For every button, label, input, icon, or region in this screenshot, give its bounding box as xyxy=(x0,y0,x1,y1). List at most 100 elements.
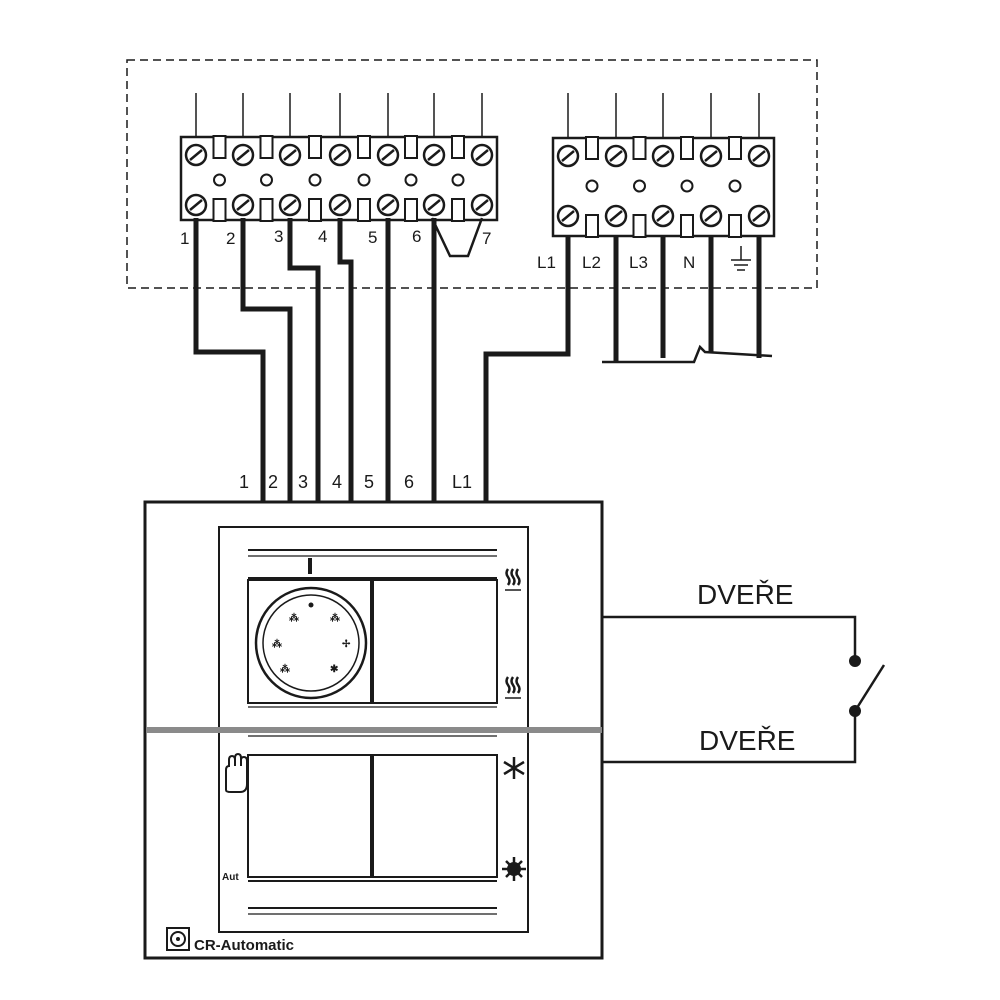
bus-label-l1: L1 xyxy=(452,472,472,492)
control-terminal-hole xyxy=(357,173,371,187)
terminal-label-n: N xyxy=(683,253,695,272)
terminal-label-l3: L3 xyxy=(629,253,648,272)
indicator-mark xyxy=(308,558,312,574)
power-terminal-hole xyxy=(680,179,694,193)
upper-right-window xyxy=(372,579,498,704)
control-terminal-screw-icon xyxy=(231,143,255,167)
power-terminal-screw-icon xyxy=(556,204,580,228)
terminal-label-l2: L2 xyxy=(582,253,601,272)
selector-dial[interactable]: ⁂ ⁂ ⁂ ✢ ⁂ ✱ xyxy=(254,586,368,700)
control-terminal-hole xyxy=(260,173,273,187)
control-terminal-separator-bottom xyxy=(357,198,371,222)
lower-left-window xyxy=(247,754,372,878)
heat-wave-icon xyxy=(505,676,521,699)
power-terminal-separator-bottom xyxy=(728,214,742,238)
terminal-label-2: 2 xyxy=(226,229,235,248)
control-terminal-hole xyxy=(308,173,322,187)
wire-l1 xyxy=(483,236,571,502)
control-terminal-screw-icon xyxy=(422,143,446,167)
control-terminal-screw-icon xyxy=(376,193,400,217)
bus-label-3: 3 xyxy=(298,472,308,492)
power-terminal-screw-icon xyxy=(699,204,723,228)
control-terminal-screw-icon xyxy=(328,143,352,167)
bus-label-1: 1 xyxy=(239,472,249,492)
door-label-top: DVEŘE xyxy=(697,579,793,610)
terminal-label-3: 3 xyxy=(274,227,283,246)
control-terminal-separator-bottom xyxy=(259,198,274,222)
control-terminal-screw-icon xyxy=(470,143,494,167)
dial-mark-b2: ✢ xyxy=(342,639,351,650)
control-terminal-screw-icon xyxy=(422,193,446,217)
power-terminal-separator-bottom xyxy=(585,214,599,238)
control-terminal-separator-top xyxy=(451,135,465,159)
door-label-bottom: DVEŘE xyxy=(699,725,795,756)
supply-wires xyxy=(602,236,773,364)
control-terminal-hole xyxy=(404,173,418,187)
power-terminal-screw-icon xyxy=(604,144,628,168)
snowflake-icon xyxy=(503,757,525,779)
power-terminal-block xyxy=(551,93,776,238)
jumper-6-7 xyxy=(430,217,484,258)
terminal-label-l1: L1 xyxy=(537,253,556,272)
power-terminal-screw-icon xyxy=(651,144,675,168)
terminal-label-6: 6 xyxy=(412,227,421,246)
upper-left-window xyxy=(247,579,372,704)
dial-mark-c1: ⁂ xyxy=(280,663,290,675)
control-terminal-hole xyxy=(451,173,465,187)
power-terminal-separator-top xyxy=(728,136,742,160)
control-terminal-hole xyxy=(213,173,226,187)
wire-4 xyxy=(337,218,354,502)
control-terminal-separator-top xyxy=(212,135,227,159)
power-terminal-separator-bottom xyxy=(632,214,647,238)
power-terminal-hole xyxy=(633,179,646,193)
control-terminal-screw-icon xyxy=(231,193,255,217)
wire-2 xyxy=(240,218,293,502)
control-panel xyxy=(143,500,604,960)
power-terminal-screw-icon xyxy=(747,144,771,168)
dial-mark-b1: ⁂ xyxy=(272,638,282,650)
control-terminal-block xyxy=(179,93,499,222)
auto-label: Aut xyxy=(222,872,239,883)
wire-3 xyxy=(287,218,321,502)
control-terminal-screw-icon xyxy=(278,143,302,167)
power-terminal-screw-icon xyxy=(556,144,580,168)
power-terminal-hole xyxy=(585,179,599,193)
brand-logo-icon xyxy=(166,927,190,951)
power-terminal-screw-icon xyxy=(651,204,675,228)
control-terminal-separator-top xyxy=(259,135,274,159)
control-terminal-screw-icon xyxy=(278,193,302,217)
heat-wave-icon xyxy=(505,568,521,591)
ground-icon xyxy=(731,246,751,271)
bus-label-4: 4 xyxy=(332,472,342,492)
control-terminal-separator-top xyxy=(308,135,322,159)
brand-name: CR-Automatic xyxy=(194,937,294,954)
control-terminal-separator-bottom xyxy=(404,198,418,222)
power-terminal-separator-top xyxy=(585,136,599,160)
power-terminal-hole xyxy=(728,179,742,193)
control-terminal-separator-bottom xyxy=(212,198,227,222)
dial-mark-a1: ⁂ xyxy=(289,612,299,624)
power-terminal-separator-top xyxy=(680,136,694,160)
power-terminal-screw-icon xyxy=(747,204,771,228)
dial-mark-a2: ⁂ xyxy=(330,612,340,624)
control-terminal-separator-bottom xyxy=(308,198,322,222)
door-contact xyxy=(600,615,886,764)
control-terminal-separator-top xyxy=(357,135,371,159)
control-terminal-screw-icon xyxy=(184,143,208,167)
power-terminal-separator-bottom xyxy=(680,214,694,238)
terminal-label-5: 5 xyxy=(368,228,377,247)
control-terminal-screw-icon xyxy=(376,143,400,167)
control-wires xyxy=(193,218,571,502)
control-terminal-screw-icon xyxy=(470,193,494,217)
terminal-label-7: 7 xyxy=(482,229,491,248)
supply-cut-line xyxy=(602,344,773,364)
lower-right-window xyxy=(372,754,498,878)
dial-mark-c2: ✱ xyxy=(330,664,339,675)
power-terminal-screw-icon xyxy=(699,144,723,168)
power-terminal-separator-top xyxy=(632,136,647,160)
terminal-enclosure xyxy=(126,59,818,289)
hand-icon xyxy=(225,752,248,793)
bus-label-5: 5 xyxy=(364,472,374,492)
control-terminal-separator-bottom xyxy=(451,198,465,222)
